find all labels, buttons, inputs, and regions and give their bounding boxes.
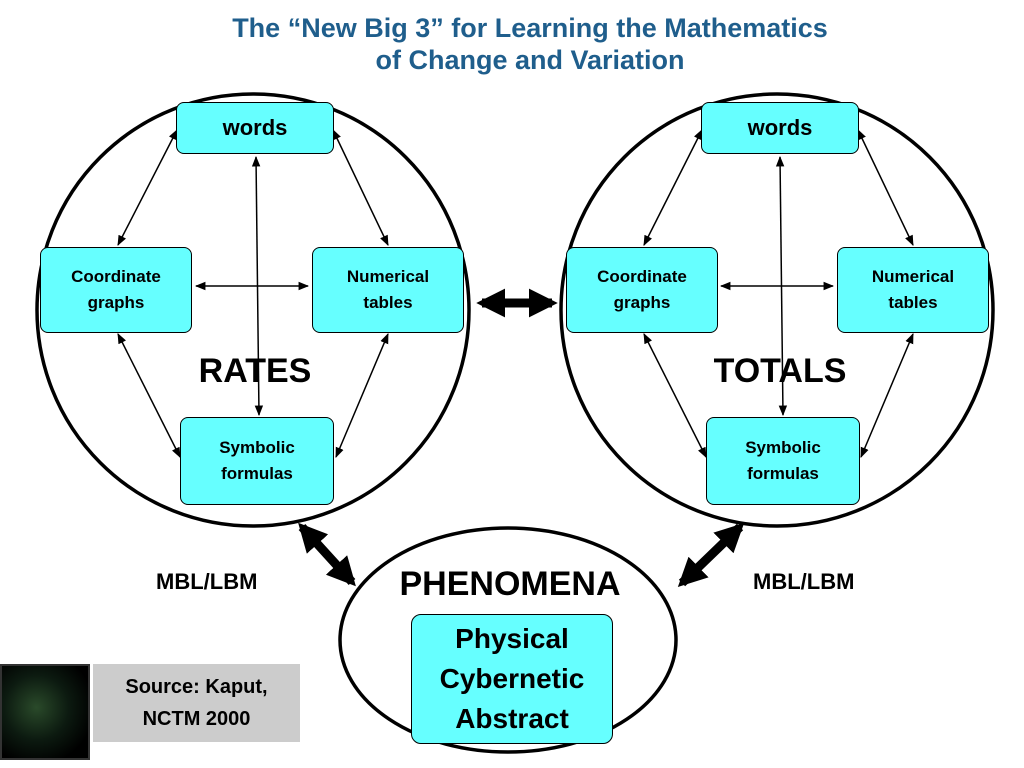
source-line-2: NCTM 2000 xyxy=(142,708,251,730)
rates-arrow-tables-formulas xyxy=(335,333,389,458)
rates-label: RATES xyxy=(198,352,312,390)
left-link-label: MBL/LBM xyxy=(156,569,258,594)
totals-arrow-words-tables xyxy=(857,129,914,246)
rates-graphs-box: Coordinate graphs xyxy=(40,247,192,333)
totals-tables-line-2: tables xyxy=(888,293,938,312)
phenomena-ellipse xyxy=(338,526,678,754)
rates-circle xyxy=(35,92,471,528)
rates-words-label: words xyxy=(222,115,288,140)
thick-arrows xyxy=(298,288,745,588)
source-box: Source: Kaput, NCTM 2000 xyxy=(93,664,300,742)
rates-arrow-words-tables xyxy=(332,129,389,246)
phenomena-box: Physical Cybernetic Abstract xyxy=(411,614,613,744)
rates-words-box: words xyxy=(176,102,334,154)
rates-arrows xyxy=(117,129,389,458)
totals-phenomena-arrow xyxy=(677,522,745,588)
totals-formulas-line-2: formulas xyxy=(747,464,819,483)
rates-tables-line-1: Numerical xyxy=(346,267,430,286)
totals-formulas-box: Symbolic formulas xyxy=(706,417,860,505)
totals-graphs-box: Coordinate graphs xyxy=(566,247,718,333)
title-line-2: of Change and Variation xyxy=(375,45,685,75)
phenomena-label: PHENOMENA xyxy=(399,565,621,603)
totals-arrow-tables-formulas xyxy=(860,333,914,458)
rates-arrow-words-graphs xyxy=(117,129,178,246)
totals-tables-line-1: Numerical xyxy=(871,267,955,286)
phenomena-item-cybernetic: Cybernetic xyxy=(439,663,585,694)
rates-arrow-graphs-formulas xyxy=(117,333,181,458)
rates-graphs-line-1: Coordinate xyxy=(71,267,161,286)
rates-tables-box: Numerical tables xyxy=(312,247,464,333)
rates-tables-line-2: tables xyxy=(363,293,413,312)
totals-arrow-words-graphs xyxy=(643,129,703,246)
source-line-1: Source: Kaput, xyxy=(125,676,268,698)
phenomena-item-abstract: Abstract xyxy=(455,703,569,734)
totals-words-box: words xyxy=(701,102,859,154)
right-link-label: MBL/LBM xyxy=(753,569,855,594)
totals-words-label: words xyxy=(747,115,813,140)
rates-formulas-line-1: Symbolic xyxy=(219,438,295,457)
decorative-image xyxy=(0,664,90,760)
totals-formulas-line-1: Symbolic xyxy=(745,438,821,457)
totals-circle xyxy=(559,92,995,528)
totals-graphs-line-2: graphs xyxy=(613,293,671,312)
totals-arrows xyxy=(643,129,914,458)
title-line-1: The “New Big 3” for Learning the Mathema… xyxy=(232,13,828,43)
totals-arrow-graphs-formulas xyxy=(643,333,707,458)
rates-graphs-line-2: graphs xyxy=(87,293,145,312)
rates-phenomena-arrow xyxy=(298,522,356,587)
rates-formulas-line-2: formulas xyxy=(221,464,293,483)
phenomena-item-physical: Physical xyxy=(455,623,569,654)
rates-formulas-box: Symbolic formulas xyxy=(180,417,334,505)
totals-label: TOTALS xyxy=(713,352,847,390)
totals-tables-box: Numerical tables xyxy=(837,247,989,333)
totals-graphs-line-1: Coordinate xyxy=(597,267,687,286)
page-title: The “New Big 3” for Learning the Mathema… xyxy=(120,12,940,76)
